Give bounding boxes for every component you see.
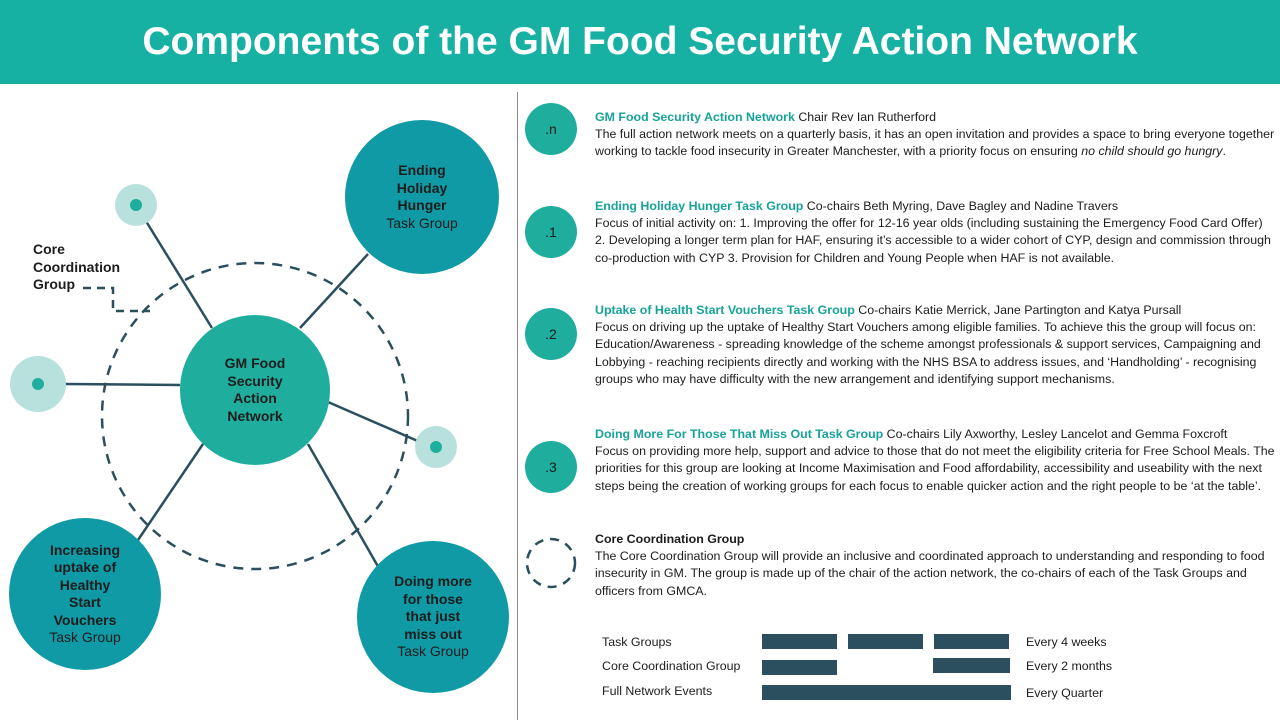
legend-label-core-coordination: Core Coordination Group [602,659,741,673]
freq-task-groups: Every 4 weeks [1026,635,1107,649]
header-banner: Components of the GM Food Security Actio… [0,0,1280,84]
small-node-left [10,356,66,412]
badge-holiday-hunger: .1 [525,206,577,258]
connector-top-small [134,204,214,329]
section-holiday-hunger: Ending Holiday Hunger Task Group Co-chai… [595,199,1271,265]
section-miss-out: Doing More For Those That Miss Out Task … [595,427,1275,493]
node-healthy-start-vouchers: Increasing uptake of Healthy Start Vouch… [9,518,161,670]
section-network: GM Food Security Action Network Chair Re… [595,110,1275,159]
bar-task-groups-2 [848,634,923,649]
connector-missout [306,443,382,571]
column-divider [517,92,518,720]
node-doing-more-miss-out: Doing more for those that just miss out … [357,541,509,693]
badge-healthy-start: .2 [525,308,577,360]
freq-core-coordination: Every 2 months [1026,659,1113,673]
bar-task-groups-3 [934,634,1009,649]
small-node-right [415,426,457,468]
section-healthy-start: Uptake of Health Start Vouchers Task Gro… [595,303,1261,386]
connector-holiday [299,253,369,329]
core-coordination-label: Core Coordination Group [33,241,121,292]
dashed-circle-icon [525,537,577,589]
network-connectors [64,204,421,571]
bar-full-network [762,685,1011,700]
connector-vouchers [136,443,205,541]
connector-left-small [64,382,181,387]
core-coordination-ring [100,261,410,571]
section-core-coordination: Core Coordination Group The Core Coordin… [595,532,1265,598]
connector-right-small [327,400,421,444]
node-ending-holiday-hunger: Ending Holiday Hunger Task Group [345,120,499,274]
page-title: Components of the GM Food Security Actio… [142,20,1138,63]
freq-full-network: Every Quarter [1026,686,1104,700]
legend-label-task-groups: Task Groups [602,635,672,649]
bar-core-coordination-1 [762,660,837,675]
center-node-gm-network: GM Food Security Action Network [180,315,330,465]
bar-core-coordination-2 [933,658,1010,673]
legend-label-full-network: Full Network Events [602,684,713,698]
badge-miss-out: .3 [525,441,577,493]
bar-task-groups-1 [762,634,837,649]
small-node-top [115,184,157,226]
badge-network: .n [525,103,577,155]
core-coordination-pointer [83,286,150,313]
